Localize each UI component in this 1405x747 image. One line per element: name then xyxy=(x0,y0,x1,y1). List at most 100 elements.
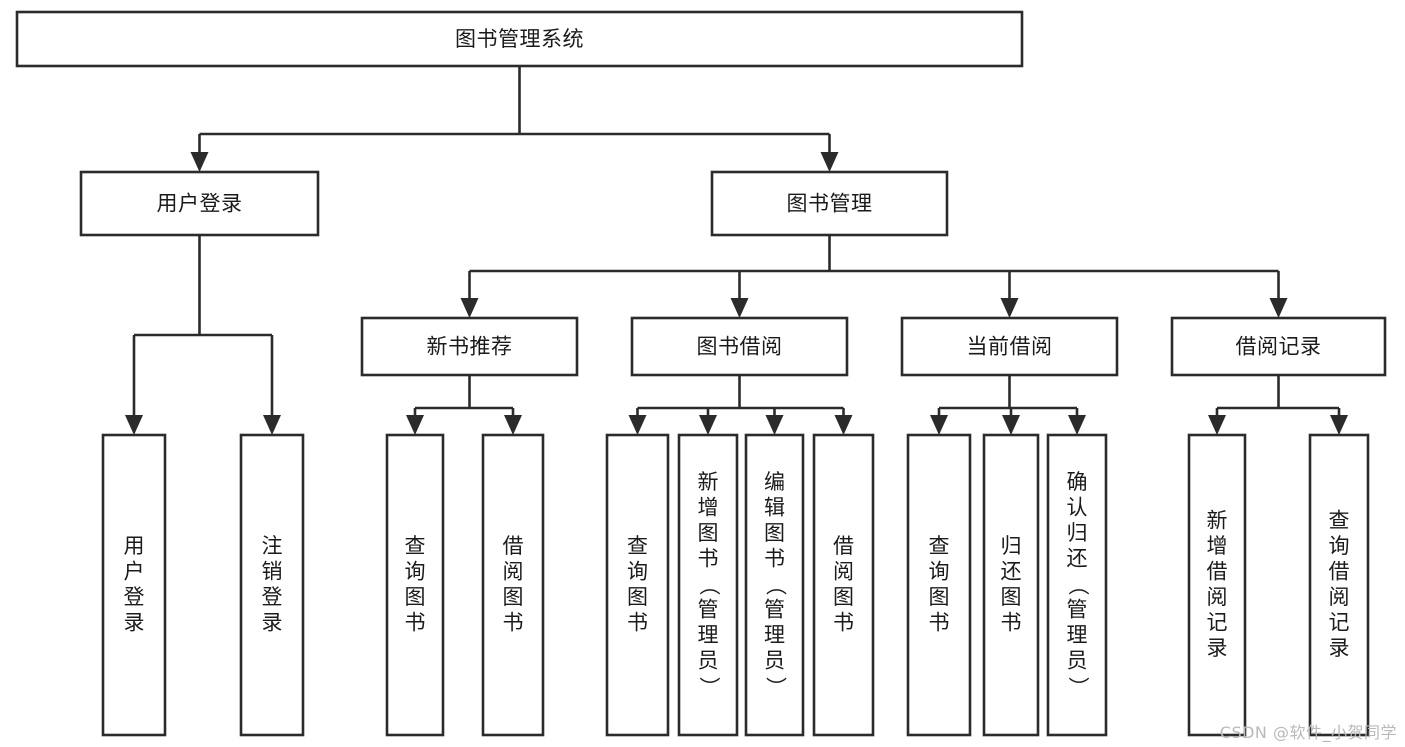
node-current-borrow-box[interactable] xyxy=(900,316,1119,377)
node-new-book-recommend-box[interactable] xyxy=(360,316,579,377)
svg-text:图: 图 xyxy=(764,521,785,545)
node-leaf-query-book-3-box[interactable] xyxy=(906,433,972,737)
svg-text:录: 录 xyxy=(124,610,145,634)
node-book-management-box[interactable] xyxy=(710,170,949,237)
arrow-head-icon xyxy=(1000,298,1019,318)
svg-text:增: 增 xyxy=(698,496,719,520)
arrow-head-icon xyxy=(628,415,647,435)
svg-text:书: 书 xyxy=(833,610,854,634)
node-book-borrow-label: 图书借阅 xyxy=(697,335,783,359)
node-root-label: 图书管理系统 xyxy=(455,27,584,51)
node-leaf-user-login-label: 用户登录 xyxy=(124,534,145,635)
node-leaf-query-book-1-box[interactable] xyxy=(385,433,445,737)
node-leaf-borrow-book-1-box[interactable] xyxy=(481,433,545,737)
node-leaf-edit-book-box[interactable] xyxy=(744,433,805,737)
svg-text:图: 图 xyxy=(929,585,950,609)
svg-text:阅: 阅 xyxy=(503,559,524,583)
svg-text:询: 询 xyxy=(929,559,950,583)
arrow-head-icon xyxy=(1330,415,1348,435)
svg-text:图: 图 xyxy=(405,585,426,609)
arrow-head-icon xyxy=(1269,298,1288,318)
node-leaf-query-record-box[interactable] xyxy=(1308,433,1370,737)
svg-text:登: 登 xyxy=(262,585,283,609)
svg-text:查: 查 xyxy=(1329,508,1350,532)
arrow-head-icon xyxy=(1002,415,1020,435)
arrow-head-icon xyxy=(765,415,784,435)
svg-text:还: 还 xyxy=(1001,559,1022,583)
svg-text:阅: 阅 xyxy=(833,559,854,583)
node-root-box[interactable] xyxy=(15,10,1024,68)
svg-text:记: 记 xyxy=(1329,610,1350,634)
arrow-head-icon xyxy=(834,415,853,435)
svg-text:用: 用 xyxy=(124,534,145,558)
arrow-head-icon xyxy=(730,298,749,318)
svg-text:户: 户 xyxy=(124,559,145,583)
svg-text:认: 认 xyxy=(1067,496,1088,520)
svg-text:理: 理 xyxy=(1067,623,1088,647)
svg-text:借: 借 xyxy=(1207,559,1228,583)
svg-text:阅: 阅 xyxy=(1207,585,1228,609)
svg-text:记: 记 xyxy=(1207,610,1228,634)
node-leaf-user-logout-box[interactable] xyxy=(239,433,305,737)
node-leaf-add-book-box[interactable] xyxy=(677,433,739,737)
svg-text:销: 销 xyxy=(262,559,283,583)
node-leaf-add-record-box[interactable] xyxy=(1187,433,1247,737)
svg-text:编: 编 xyxy=(764,470,785,494)
arrow-head-icon xyxy=(699,415,717,435)
svg-text:员: 员 xyxy=(698,649,719,673)
svg-text:）: ） xyxy=(697,677,721,698)
svg-text:新: 新 xyxy=(1207,508,1228,532)
node-leaf-borrow-book-2-box[interactable] xyxy=(812,433,875,737)
svg-text:增: 增 xyxy=(1207,534,1228,558)
node-book-borrow-box[interactable] xyxy=(630,316,849,377)
svg-text:书: 书 xyxy=(764,547,785,571)
svg-text:登: 登 xyxy=(124,585,145,609)
svg-text:书: 书 xyxy=(627,610,648,634)
svg-text:查: 查 xyxy=(929,534,950,558)
arrow-head-icon xyxy=(263,415,281,435)
svg-text:查: 查 xyxy=(627,534,648,558)
svg-text:辑: 辑 xyxy=(764,496,785,520)
node-leaf-return-book-box[interactable] xyxy=(982,433,1040,737)
svg-text:查: 查 xyxy=(405,534,426,558)
node-leaf-query-book-2-box[interactable] xyxy=(605,433,670,737)
svg-text:注: 注 xyxy=(262,534,283,558)
node-book-management-label: 图书管理 xyxy=(787,192,873,216)
node-user-login-box[interactable] xyxy=(79,170,320,237)
svg-text:书: 书 xyxy=(1001,610,1022,634)
svg-text:）: ） xyxy=(764,677,788,698)
svg-text:归: 归 xyxy=(1067,521,1088,545)
node-borrow-record-box[interactable] xyxy=(1170,316,1387,377)
node-user-login-label: 用户登录 xyxy=(157,192,243,216)
svg-text:还: 还 xyxy=(1067,547,1088,571)
arrow-head-icon xyxy=(1068,415,1086,435)
svg-text:（: （ xyxy=(1066,575,1090,596)
svg-text:确: 确 xyxy=(1067,470,1088,494)
svg-text:管: 管 xyxy=(764,598,785,622)
svg-text:书: 书 xyxy=(503,610,524,634)
node-leaf-user-login-box[interactable] xyxy=(101,433,167,737)
svg-text:管: 管 xyxy=(698,598,719,622)
svg-text:员: 员 xyxy=(764,649,785,673)
svg-text:询: 询 xyxy=(1329,534,1350,558)
node-leaf-confirm-return-box[interactable] xyxy=(1046,433,1108,737)
svg-text:录: 录 xyxy=(1207,636,1228,660)
svg-text:阅: 阅 xyxy=(1329,585,1350,609)
svg-text:录: 录 xyxy=(1329,636,1350,660)
svg-text:借: 借 xyxy=(503,534,524,558)
svg-text:书: 书 xyxy=(698,547,719,571)
